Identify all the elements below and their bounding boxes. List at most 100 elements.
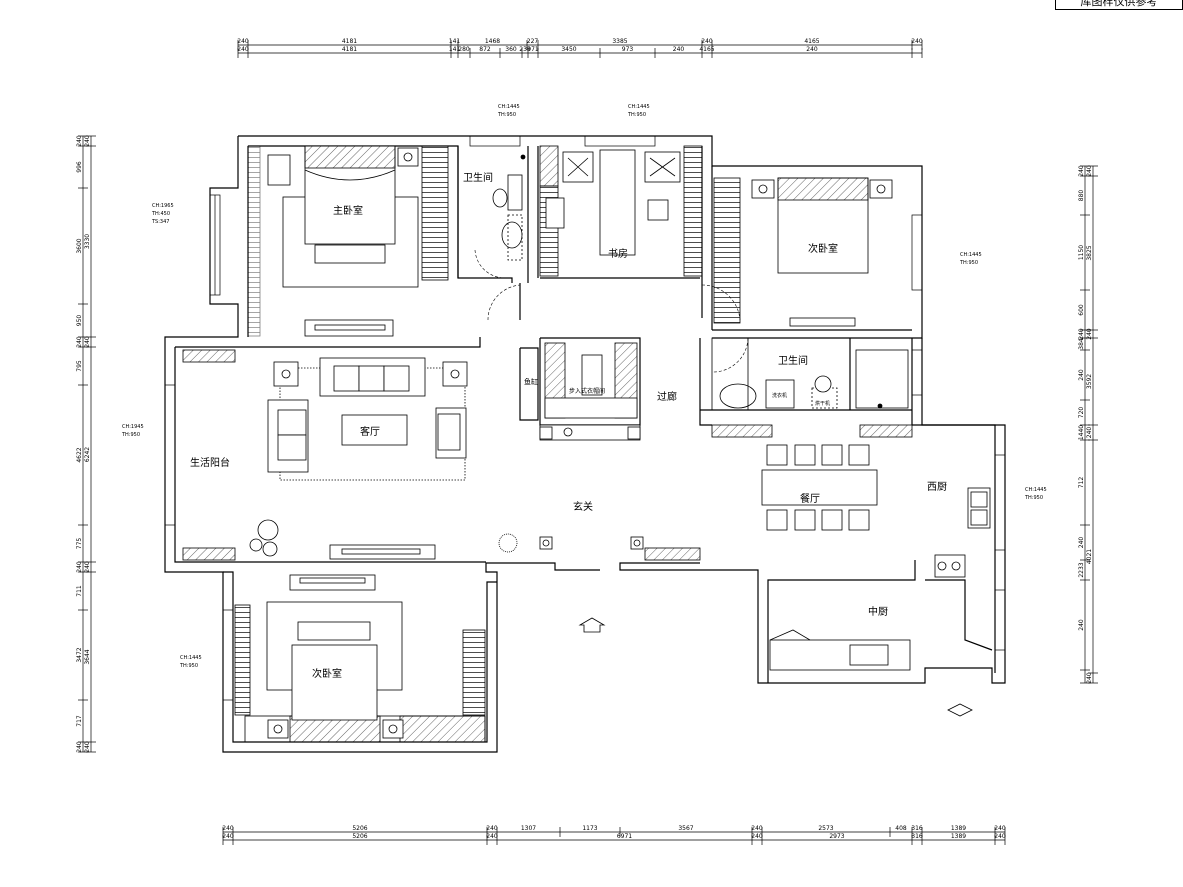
- dim-bottom-row1-3: 1307: [521, 825, 536, 832]
- dim-left-col1-11: 717: [76, 715, 83, 727]
- dim-bottom-row1-7: 2573: [818, 825, 833, 832]
- dim-top-row2-2: 141: [449, 46, 461, 53]
- dim-right-col1-4: 240: [1078, 328, 1085, 340]
- label-foyer: 玄关: [573, 500, 593, 513]
- dim-left-col1-6: 4622: [76, 447, 83, 462]
- dim-right-col1-2: 1150: [1078, 245, 1085, 260]
- dim-top-row2-0: 240: [237, 46, 249, 53]
- label-chinese-kitchen: 中厨: [868, 605, 888, 618]
- dim-left-col2-0: 240: [84, 135, 91, 147]
- note-balcony-left-1: TH:950: [121, 432, 140, 438]
- dim-left-col2-1: 3330: [84, 234, 91, 249]
- label-bathroom-top: 卫生间: [463, 171, 493, 184]
- dim-left-col1-1: 996: [76, 161, 83, 173]
- room-labels: 主卧室 卫生间 书房 次卧室 次卧室 客厅 生活阳台 玄关 过廊 卫生间 餐厅 …: [190, 171, 947, 680]
- furniture: [249, 145, 991, 739]
- dim-bottom-row1-10: 1389: [951, 825, 966, 832]
- dim-top-row2-7: 971: [527, 46, 539, 53]
- dim-top-row2-12: 240: [806, 46, 818, 53]
- dim-bottom-row2-7: 1389: [951, 833, 966, 840]
- dim-bottom-row1-8: 408: [895, 825, 907, 832]
- dim-left-col1-0: 240: [76, 135, 83, 147]
- note-kitchen-right-1: TH:950: [1024, 495, 1043, 501]
- dim-left-col1-8: 240: [76, 561, 83, 573]
- note-bath-top-1: TH:950: [497, 112, 516, 118]
- dim-bottom-row2-0: 240: [222, 833, 234, 840]
- note-master-left-2: TS:347: [151, 219, 169, 225]
- dim-right-col1-10: 240: [1078, 537, 1085, 549]
- dim-left-col2-2: 240: [84, 336, 91, 348]
- label-second-bedroom-right: 次卧室: [808, 242, 838, 255]
- dim-top-row2-1: 4181: [342, 46, 357, 53]
- dim-right-col1-9: 712: [1078, 477, 1085, 489]
- note-bed-bottom-1: TH:950: [179, 663, 198, 669]
- dim-bottom-row1-4: 1173: [582, 825, 597, 832]
- dim-left-col1-9: 711: [76, 585, 83, 597]
- note-bed-right-1: TH:950: [959, 260, 978, 266]
- label-walk-in-closet: 步入式衣帽间: [569, 387, 605, 395]
- note-master-left-1: TH:450: [151, 211, 170, 217]
- door-swings: [474, 249, 749, 373]
- dim-left-col1-7: 775: [76, 538, 83, 550]
- label-dryer: 烘干机: [815, 400, 830, 407]
- dim-left-col2-5: 3644: [84, 649, 91, 664]
- note-bed-right-0: CH:1445: [960, 252, 982, 258]
- dim-top-row1-1: 4181: [342, 38, 357, 45]
- dim-top-row1-0: 240: [237, 38, 249, 45]
- note-bath-top-0: CH:1445: [498, 104, 520, 110]
- dim-right-col2-5: 4021: [1086, 549, 1093, 564]
- dim-left-col2-3: 6242: [84, 447, 91, 462]
- dim-bottom-row2-3: 6971: [617, 833, 632, 840]
- window-notes: CH:1965 TH:450 TS:347 CH:1445 TH:950 CH:…: [121, 104, 1047, 669]
- dim-bottom-row1-9: 316: [911, 825, 923, 832]
- dim-top-row1-2: 141: [449, 38, 461, 45]
- dim-right-col2-3: 3592: [1086, 374, 1093, 389]
- dim-top-row1-8: 240: [911, 38, 923, 45]
- dim-left-col1-3: 950: [76, 315, 83, 327]
- label-corridor: 过廊: [657, 390, 677, 403]
- dim-right-col2-2: 240: [1086, 328, 1093, 340]
- note-bed-bottom-0: CH:1445: [180, 655, 202, 661]
- dim-right-col1-8: 1440: [1078, 425, 1085, 440]
- dim-left-col1-12: 240: [76, 741, 83, 753]
- label-master-bedroom: 主卧室: [333, 204, 363, 217]
- dim-right-col2-0: 240: [1086, 165, 1093, 177]
- dim-right-col2-6: 240: [1086, 672, 1093, 684]
- dim-right-col1-3: 600: [1078, 304, 1085, 316]
- dim-right-col1-0: 240: [1078, 165, 1085, 177]
- dim-top-row2-11: 4165: [699, 46, 714, 53]
- dim-bottom-row2-1: 5206: [352, 833, 367, 840]
- label-dining: 餐厅: [800, 492, 820, 505]
- dim-bottom-row2-4: 240: [751, 833, 763, 840]
- dim-top-row2-5: 360: [505, 46, 517, 53]
- note-kitchen-right-0: CH:1445: [1025, 487, 1047, 493]
- dim-left-col2-4: 240: [84, 561, 91, 573]
- note-study-top-1: TH:950: [627, 112, 646, 118]
- dim-bottom-row2-2: 240: [486, 833, 498, 840]
- dim-bottom-row1-11: 240: [994, 825, 1006, 832]
- windows: [164, 135, 1006, 701]
- dim-top-row2-8: 3450: [561, 46, 576, 53]
- dim-bottom-row1-6: 240: [751, 825, 763, 832]
- dim-bottom-row1-1: 5206: [352, 825, 367, 832]
- dim-right-col2-1: 3825: [1086, 245, 1093, 260]
- note-study-top-0: CH:1445: [628, 104, 650, 110]
- dim-left-col1-2: 3600: [76, 238, 83, 253]
- dim-right-col1-11: 2233: [1078, 562, 1085, 577]
- dim-top-row2-4: 872: [479, 46, 491, 53]
- dim-left-col2-6: 240: [84, 741, 91, 753]
- dim-top-row2-9: 973: [622, 46, 634, 53]
- dimension-lines: [78, 40, 1098, 845]
- dim-top-row1-7: 4165: [804, 38, 819, 45]
- label-western-kitchen: 西厨: [927, 481, 947, 493]
- dim-right-col2-4: 240: [1086, 427, 1093, 439]
- dim-bottom-row2-5: 2973: [829, 833, 844, 840]
- dim-top-row1-3: 1468: [485, 38, 500, 45]
- dim-top-row2-10: 240: [673, 46, 685, 53]
- dim-right-col1-12: 240: [1078, 619, 1085, 631]
- label-washer: 洗衣机: [772, 392, 787, 399]
- dim-top-row2-6: 233: [519, 46, 531, 53]
- dim-bottom-row2-6: 316: [911, 833, 923, 840]
- dim-top-row2-3: 280: [458, 46, 470, 53]
- note-master-left-0: CH:1965: [152, 203, 174, 209]
